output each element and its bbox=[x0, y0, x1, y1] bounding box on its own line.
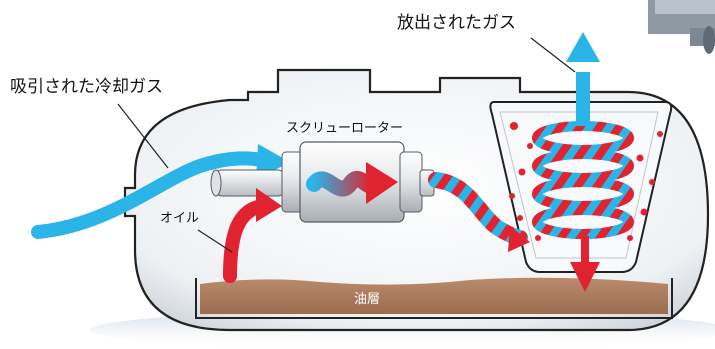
cyclone-spiral bbox=[532, 121, 634, 239]
compressed-gas-arrowhead bbox=[508, 226, 530, 252]
screw-rotor-label: スクリューローター bbox=[286, 121, 403, 136]
oil-label: オイル bbox=[160, 211, 199, 226]
intake-gas-label: 吸引された冷却ガス bbox=[10, 77, 163, 97]
rotor-shaft-left bbox=[210, 169, 285, 197]
separator-inner-wall bbox=[499, 111, 659, 259]
intake-gas-arrow bbox=[31, 151, 269, 239]
oil-tray bbox=[195, 278, 673, 319]
oil-return-arrow bbox=[223, 199, 269, 283]
intake-label-leader bbox=[117, 103, 169, 169]
discharge-gas-arrow bbox=[566, 32, 600, 126]
oil-layer bbox=[200, 277, 668, 314]
pipe-fragment-decoration bbox=[648, 0, 715, 54]
oil-return-arrowhead bbox=[256, 188, 282, 222]
oil-layer-label: 油層 bbox=[354, 292, 380, 307]
rotor-gas-arrow bbox=[306, 162, 398, 204]
oil-drain-arrow bbox=[570, 236, 600, 292]
oil-label-leader bbox=[197, 229, 233, 253]
discharge-label-leader bbox=[530, 37, 576, 73]
discharged-gas-label: 放出されたガス bbox=[397, 13, 516, 33]
oil-droplets bbox=[509, 122, 663, 241]
